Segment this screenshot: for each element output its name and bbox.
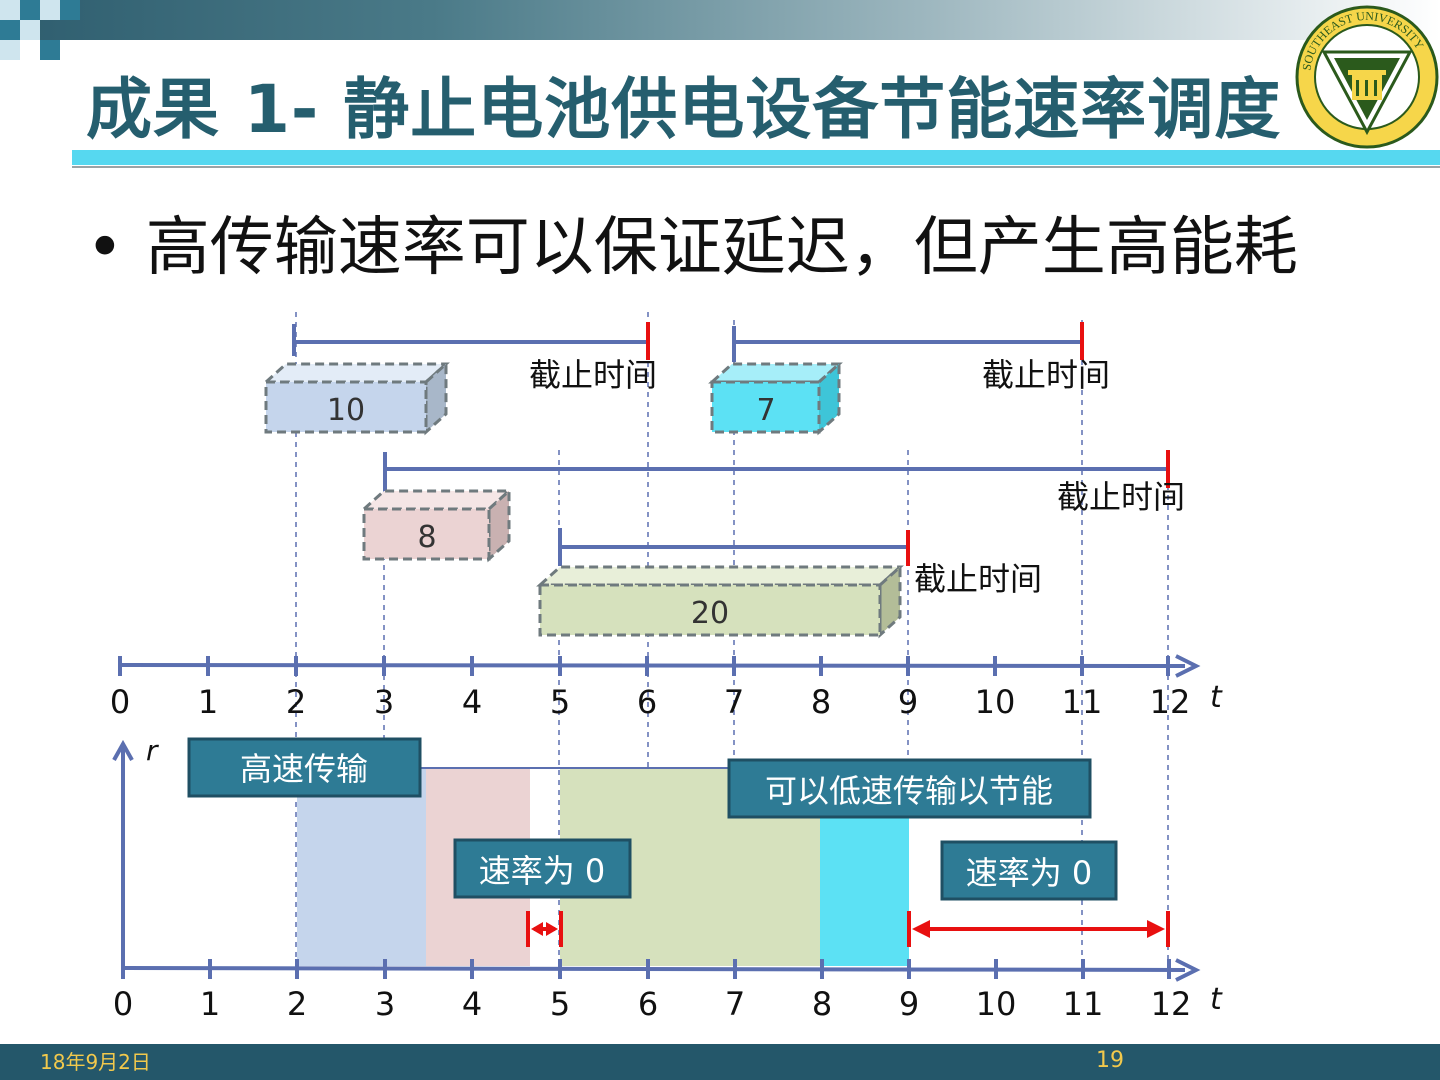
tick-label: 6 bbox=[637, 683, 657, 721]
decor-square bbox=[0, 0, 20, 20]
title-underline-rule bbox=[72, 166, 1440, 168]
callout-low-speed-text: 可以低速传输以节能 bbox=[765, 772, 1053, 810]
tick-label: 4 bbox=[462, 683, 482, 721]
tick-label: 3 bbox=[374, 683, 394, 721]
task-box bbox=[362, 507, 491, 561]
bottom-axis-t-label: t bbox=[1210, 982, 1223, 1017]
task-box bbox=[538, 583, 882, 637]
rate-scheduling-diagram: 截止时间 截止时间 截止时间 截止时间 10 7 8 20 bbox=[110, 312, 1223, 1023]
task-box bbox=[710, 380, 821, 434]
callout-zero-rate bbox=[940, 840, 1118, 901]
arrowhead bbox=[531, 922, 543, 936]
footer-date: 18年9月2日 bbox=[40, 1050, 151, 1074]
task-window-bracket bbox=[383, 452, 1168, 492]
tick-label: 7 bbox=[724, 683, 744, 721]
tick-label: 5 bbox=[550, 985, 570, 1023]
title-underline-bar bbox=[72, 150, 1440, 165]
tick-label: 0 bbox=[113, 985, 133, 1023]
tick-label: 1 bbox=[198, 683, 218, 721]
task-size-label: 7 bbox=[756, 393, 775, 428]
tick-label: 7 bbox=[725, 985, 745, 1023]
slide-title: 成果 1- 静止电池供电设备节能速率调度 bbox=[86, 71, 1282, 148]
tick-label: 2 bbox=[287, 985, 307, 1023]
callout-high-speed bbox=[187, 737, 422, 798]
bullet-text: 高传输速率可以保证延迟，但产生高能耗 bbox=[145, 211, 1298, 285]
tick-label: 10 bbox=[975, 683, 1016, 721]
task-box bbox=[264, 380, 428, 434]
bottom-time-axis bbox=[122, 966, 1186, 972]
decor-square bbox=[20, 20, 40, 40]
decor-square bbox=[20, 0, 40, 20]
task-size-label: 20 bbox=[691, 596, 729, 631]
callout-low-speed bbox=[727, 758, 1092, 819]
axis-arrowhead bbox=[1175, 958, 1201, 982]
decor-square bbox=[40, 0, 60, 20]
tick-label: 8 bbox=[811, 683, 831, 721]
tick-label: 8 bbox=[812, 985, 832, 1023]
top-time-axis bbox=[119, 663, 1186, 668]
callout-zero-rate-text: 速率为 0 bbox=[479, 852, 606, 890]
tick-label: 5 bbox=[550, 683, 570, 721]
task-size-label: 10 bbox=[327, 393, 365, 428]
deadline-label: 截止时间 bbox=[1057, 478, 1185, 516]
university-logo: SOUTHEAST UNIVERSITY bbox=[1295, 5, 1439, 149]
rate-axis-r-label: r bbox=[146, 734, 159, 767]
axis-arrowhead bbox=[1175, 654, 1201, 678]
tick-label: 2 bbox=[286, 683, 306, 721]
deadline-label: 截止时间 bbox=[982, 356, 1110, 394]
task-window-bracket bbox=[558, 528, 908, 566]
rate-block bbox=[297, 768, 426, 966]
bullet-dot-icon: • bbox=[86, 211, 124, 285]
task-box-top bbox=[262, 362, 450, 384]
deadline-label: 截止时间 bbox=[914, 560, 1042, 598]
decor-square bbox=[0, 20, 20, 40]
footer-bar: 18年9月2日 19 bbox=[0, 1044, 1440, 1080]
axis-arrowhead bbox=[112, 739, 134, 761]
bullet-point: • 高传输速率可以保证延迟，但产生高能耗 bbox=[86, 196, 1298, 288]
task-box-top bbox=[536, 565, 904, 587]
task-size-label: 8 bbox=[417, 520, 436, 555]
tick-label: 11 bbox=[1063, 985, 1104, 1023]
tick-label: 12 bbox=[1151, 985, 1192, 1023]
tick-label: 1 bbox=[200, 985, 220, 1023]
tick-label: 3 bbox=[375, 985, 395, 1023]
decor-square bbox=[0, 40, 20, 60]
decor-square bbox=[60, 0, 80, 20]
top-gradient-bar bbox=[0, 0, 1440, 40]
callout-zero-rate bbox=[453, 838, 632, 899]
tick-label: 9 bbox=[898, 683, 918, 721]
tick-label: 6 bbox=[638, 985, 658, 1023]
arrowhead bbox=[1147, 920, 1165, 938]
task-box-top bbox=[360, 489, 513, 511]
arrowhead bbox=[546, 922, 558, 936]
page-number: 19 bbox=[1096, 1048, 1124, 1073]
decor-square bbox=[40, 40, 60, 60]
deadline-label: 截止时间 bbox=[529, 356, 657, 394]
tick-label: 0 bbox=[110, 683, 130, 721]
tick-label: 4 bbox=[462, 985, 482, 1023]
callout-high-speed-text: 高速传输 bbox=[240, 750, 368, 788]
task-window-bracket bbox=[292, 324, 648, 356]
arrowhead bbox=[912, 920, 930, 938]
tick-label: 11 bbox=[1062, 683, 1103, 721]
callout-zero-rate-text: 速率为 0 bbox=[966, 854, 1093, 892]
top-axis-t-label: t bbox=[1210, 680, 1223, 715]
tick-label: 9 bbox=[899, 985, 919, 1023]
tick-label: 10 bbox=[976, 985, 1017, 1023]
tick-label: 12 bbox=[1150, 683, 1191, 721]
task-window-bracket bbox=[732, 326, 1082, 362]
